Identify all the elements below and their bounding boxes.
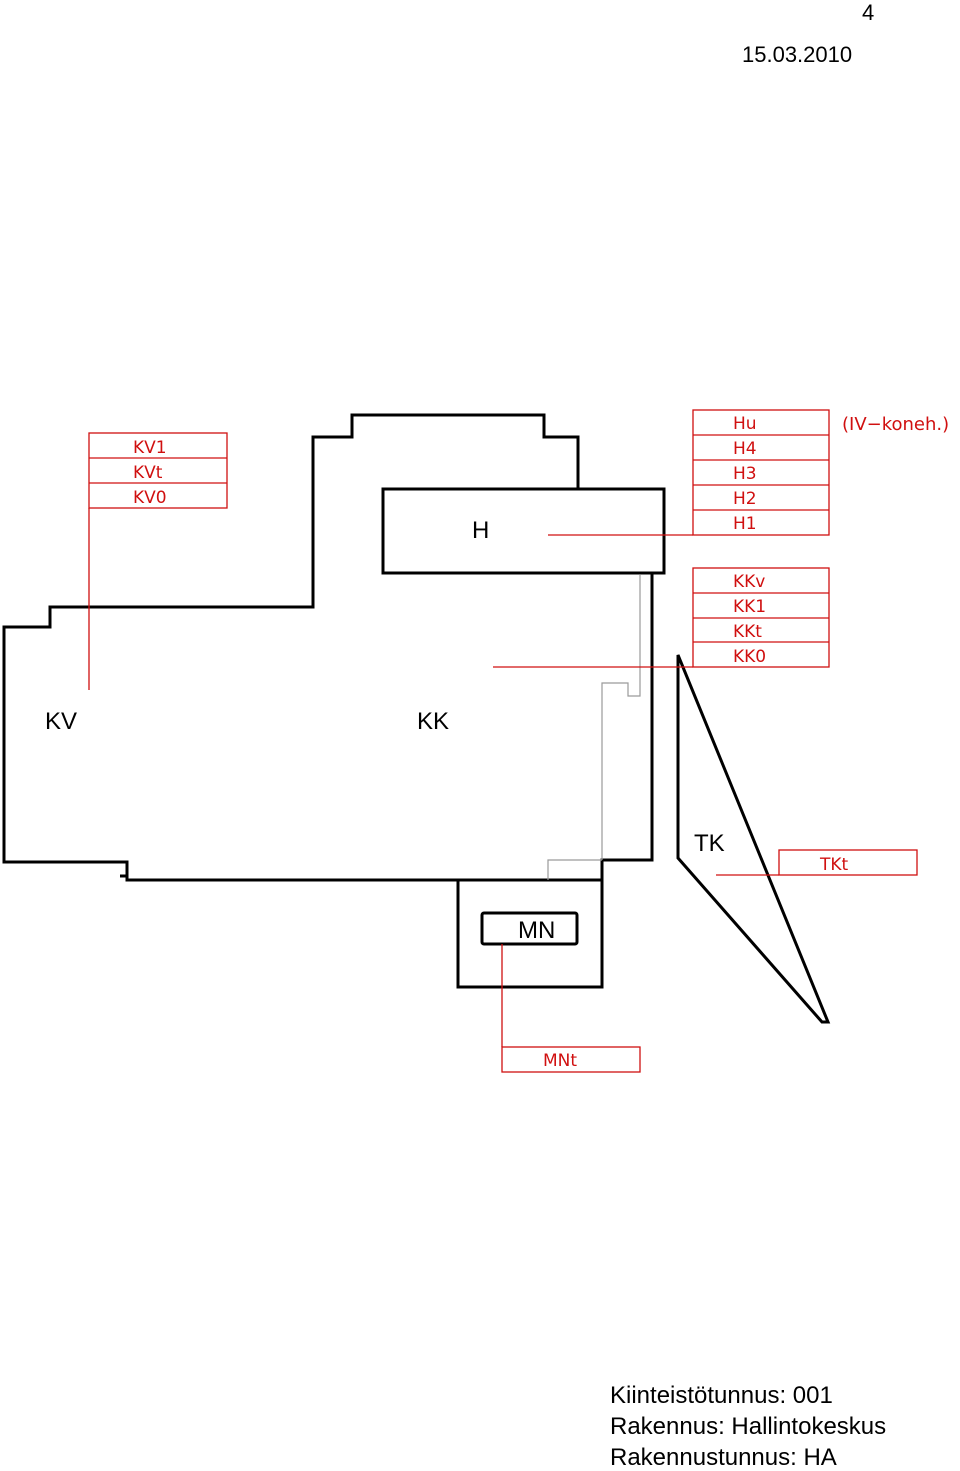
zone-label-kv: KV [45, 708, 77, 735]
kk-level-v: KKv [733, 572, 765, 592]
kv-level-1: KV1 [133, 438, 167, 458]
footer-building: Rakennus: Hallintokeskus [610, 1413, 887, 1440]
tkt-level-table [716, 849, 918, 876]
footer-building-id: Rakennustunnus: HA [610, 1444, 837, 1471]
mn-block-outline [456, 860, 604, 989]
kv-level-0: KV0 [133, 488, 167, 508]
thin-wall-shaft [601, 575, 641, 860]
page-number: 4 [862, 0, 875, 25]
tk-level-t: TKt [819, 855, 849, 875]
main-building-outline [352, 415, 664, 573]
zone-label-kk: KK [417, 708, 449, 735]
h-level-table [548, 409, 830, 536]
document-date: 15.03.2010 [742, 42, 853, 67]
tk-triangle-outline [676, 654, 831, 1024]
footer-property-id: Kiinteistötunnus: 001 [610, 1382, 833, 1409]
zone-label-tk: TK [694, 830, 725, 857]
mn-level-t: MNt [543, 1051, 577, 1071]
zone-label-h: H [472, 517, 489, 544]
main-building-outline [2, 413, 654, 882]
iv-machine-room-note: (IV−koneh.) [842, 414, 949, 435]
h-level-u: Hu [733, 414, 757, 434]
kv-level-t: KVt [133, 463, 163, 483]
kk-level-t: KKt [733, 622, 762, 642]
kk-level-0: KK0 [733, 647, 766, 667]
kv-level-table [88, 432, 228, 690]
h-level-4: H4 [733, 439, 757, 459]
h-level-1: H1 [733, 514, 757, 534]
h-level-2: H2 [733, 489, 757, 509]
zone-label-mn: MN [518, 917, 555, 944]
kk-level-table [493, 567, 830, 668]
thin-wall-mn [547, 859, 602, 880]
kk-level-1: KK1 [733, 597, 766, 617]
mnt-level-table [501, 944, 641, 1073]
h-block-outline [381, 487, 666, 575]
mn-inner-box [480, 911, 579, 946]
h-level-3: H3 [733, 464, 757, 484]
